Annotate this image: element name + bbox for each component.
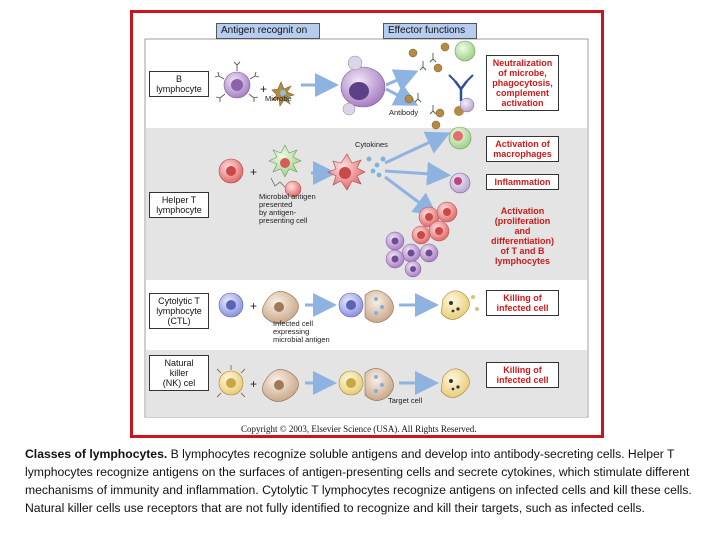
antigen-recognition-header: Antigen recognit on (216, 23, 320, 39)
ctl-row-art: + (218, 290, 479, 324)
nk-row-art: + (216, 365, 470, 402)
b-lymphocyte-label: B lymphocyte (149, 71, 209, 97)
lymphocyte-activation-effect: Activation (proliferation and differenti… (491, 206, 554, 266)
helper-t-label: Helper T lymphocyte (149, 192, 209, 218)
antibody-note: Antibody (389, 108, 419, 117)
cytokines-note: Cytokines (355, 140, 388, 149)
figure-caption: Classes of lymphocytes. B lymphocytes re… (25, 445, 695, 517)
macrophage-activation-effect: Activation of macrophages (486, 136, 559, 162)
lymphocyte-classes-figure: + (130, 10, 604, 438)
svg-text:+: + (250, 377, 257, 391)
inflammation-effect: Inflammation (486, 174, 559, 190)
caption-text: B lymphocytes recognize soluble antigens… (25, 447, 692, 515)
helper-t-row-art: + (218, 126, 472, 278)
proliferating-cells (385, 201, 458, 278)
infected-cell-note: Infected cell expressing microbial antig… (273, 319, 330, 344)
microbe-note: Microbe (265, 94, 292, 103)
caption-title: Classes of lymphocytes. (25, 447, 168, 461)
b-cell-row-art: + (214, 40, 476, 130)
ctl-killing-effect: Killing of infected cell (486, 290, 559, 316)
effector-functions-header: Effector functions (383, 23, 477, 39)
svg-text:+: + (260, 82, 267, 96)
target-cell-note: Target cell (388, 396, 423, 405)
ctl-label: Cytolytic T lymphocyte (CTL) (149, 293, 209, 329)
presented-antigen-note: Microbial antigen presented by antigen- … (259, 192, 316, 225)
svg-text:+: + (250, 299, 257, 313)
nk-killing-effect: Killing of infected cell (486, 362, 559, 388)
copyright-notice: Copyright © 2003, Elsevier Science (USA)… (241, 424, 477, 434)
neutralization-effect: Neutralization of microbe, phagocytosis,… (486, 55, 559, 111)
svg-text:+: + (250, 165, 257, 179)
nk-cell-label: Natural killer (NK) cel (149, 355, 209, 391)
